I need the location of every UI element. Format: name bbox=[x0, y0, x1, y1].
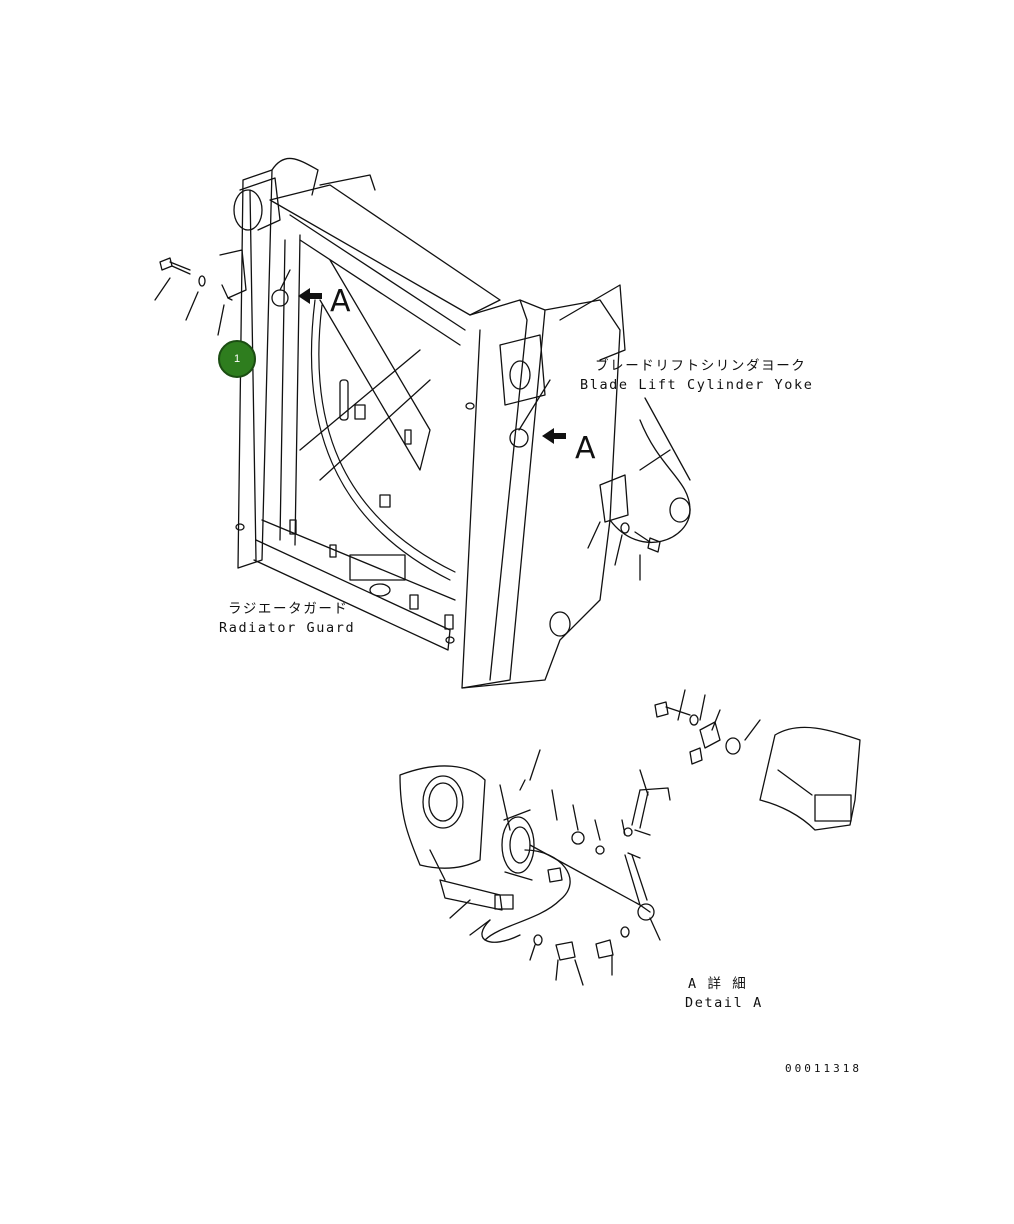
yoke-leader bbox=[644, 397, 691, 481]
view-a-label-top: A bbox=[330, 284, 351, 319]
right-bracket-parts bbox=[587, 474, 661, 581]
radiator-guard-label-jp: ラジエータガード bbox=[228, 601, 349, 617]
radiator-guard-label-en: Radiator Guard bbox=[219, 620, 356, 636]
callout-1[interactable]: 1 bbox=[218, 340, 256, 378]
frame-outline bbox=[233, 157, 691, 689]
frame-sensors bbox=[271, 269, 551, 448]
blade-yoke-label-en: Blade Lift Cylinder Yoke bbox=[580, 377, 814, 393]
detail-a-label-jp: A 詳 細 bbox=[688, 976, 748, 992]
detail-a-label-en: Detail A bbox=[685, 995, 763, 1011]
view-a-label-right: A bbox=[575, 431, 596, 466]
drawing-number: 00011318 bbox=[785, 1062, 862, 1075]
view-arrow-marks bbox=[298, 288, 566, 444]
left-bracket-parts bbox=[154, 249, 247, 336]
callout-1-number: 1 bbox=[233, 353, 241, 365]
blade-yoke-label-jp: ブレードリフトシリンダヨーク bbox=[595, 358, 807, 374]
detail-a-assembly bbox=[399, 689, 861, 986]
